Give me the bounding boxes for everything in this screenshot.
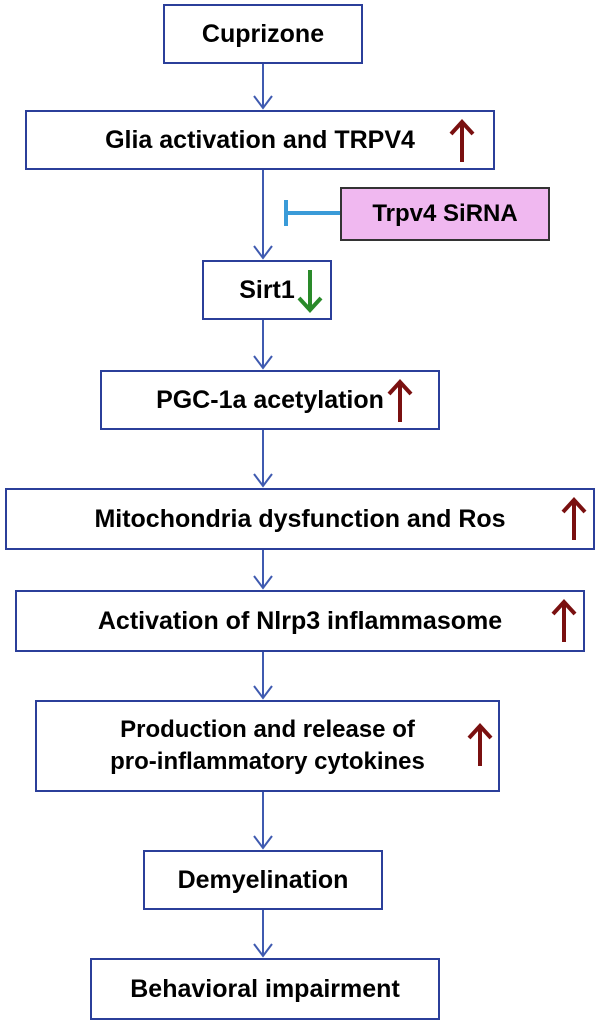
node-label: Activation of Nlrp3 inflammasome (97, 606, 503, 635)
edge-sirt1-pgc (253, 320, 273, 370)
up-arrow-icon (387, 379, 413, 422)
edge-cuprizone-glia (253, 64, 273, 110)
node-label: Sirt1 (239, 275, 295, 304)
edge-cytokines-demyelination (253, 792, 273, 850)
node-behavioral-impairment: Behavioral impairment (90, 958, 440, 1020)
node-label: PGC-1a acetylation (156, 385, 384, 414)
trpv4-sirna-label: Trpv4 SiRNA (372, 200, 518, 227)
node-mitochondria-dysfunction: Mitochondria dysfunction and Ros (5, 488, 595, 550)
edge-glia-sirt1 (253, 170, 273, 260)
up-arrow-icon (449, 119, 475, 162)
up-arrow-icon (561, 497, 587, 540)
node-demyelination: Demyelination (143, 850, 383, 910)
up-arrow-icon (467, 723, 493, 766)
node-glia-activation: Glia activation and TRPV4 (25, 110, 495, 170)
edge-pgc-mito (253, 430, 273, 488)
node-pgc1a-acetylation: PGC-1a acetylation (100, 370, 440, 430)
edge-demyelination-behavior (253, 910, 273, 958)
node-label: Glia activation and TRPV4 (105, 125, 415, 154)
inhibition-edge (284, 200, 340, 226)
node-nlrp3-inflammasome: Activation of Nlrp3 inflammasome (15, 590, 585, 652)
node-cytokine-release: Production and release of pro-inflammato… (35, 700, 500, 792)
edge-nlrp3-cytokines (253, 652, 273, 700)
node-label: Cuprizone (201, 19, 325, 48)
node-label-line2: pro-inflammatory cytokines (110, 748, 425, 775)
trpv4-sirna-box: Trpv4 SiRNA (340, 187, 550, 241)
down-arrow-icon (297, 270, 323, 313)
node-label-line1: Production and release of (120, 716, 415, 743)
node-label: Mitochondria dysfunction and Ros (94, 504, 506, 533)
node-cuprizone: Cuprizone (163, 4, 363, 64)
up-arrow-icon (551, 599, 577, 642)
edge-mito-nlrp3 (253, 550, 273, 590)
node-label: Behavioral impairment (130, 974, 400, 1003)
node-label: Demyelination (177, 865, 349, 894)
